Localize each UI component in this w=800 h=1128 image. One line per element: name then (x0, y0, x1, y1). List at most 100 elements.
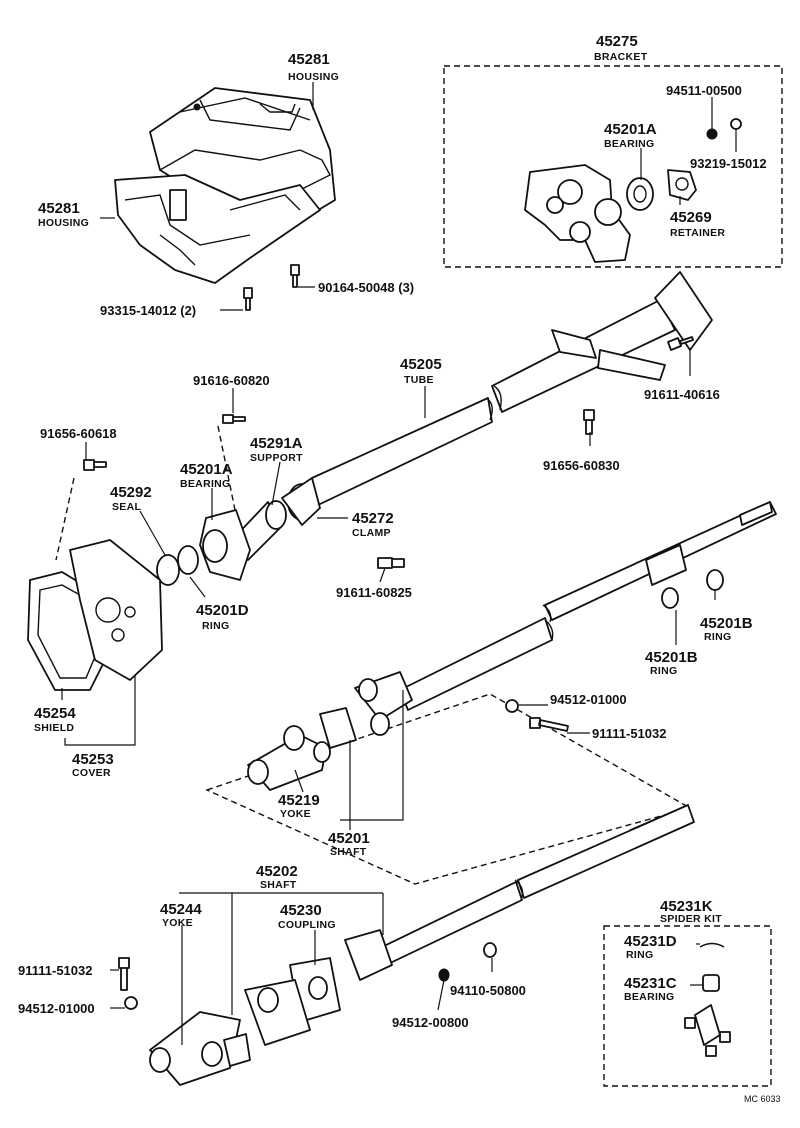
svg-text:45281: 45281 (38, 200, 80, 217)
svg-text:SEAL: SEAL (112, 501, 141, 513)
svg-text:HOUSING: HOUSING (288, 71, 339, 83)
svg-text:BRACKET: BRACKET (594, 51, 648, 63)
lower-yoke-drawing (149, 1011, 251, 1086)
svg-text:45205: 45205 (400, 356, 442, 373)
callout-45292: 45292 SEAL (110, 484, 152, 513)
ring-45201d (177, 545, 199, 575)
svg-text:BEARING: BEARING (604, 138, 655, 150)
shaft-bolt-nut (505, 699, 569, 732)
spider-kit-drawing (684, 942, 731, 1057)
svg-text:COVER: COVER (72, 767, 111, 779)
nut-94511 (706, 128, 718, 140)
svg-text:45219: 45219 (278, 792, 320, 809)
callout-45231c: 45231C BEARING (624, 975, 677, 1003)
spider-kit-group-box (603, 925, 772, 1087)
svg-text:45275: 45275 (596, 33, 638, 50)
callout-45253: 45253 COVER (72, 751, 114, 779)
svg-text:45281: 45281 (288, 51, 330, 68)
lower-coupling-drawing (244, 929, 393, 1046)
svg-text:45201D: 45201D (196, 602, 249, 619)
retainer-drawing (667, 169, 697, 201)
svg-text:45291A: 45291A (250, 435, 303, 452)
callout-45275: 45275 BRACKET (594, 33, 648, 63)
svg-text:45244: 45244 (160, 901, 202, 918)
svg-text:45202: 45202 (256, 863, 298, 880)
callout-90164: 90164-50048 (3) (318, 280, 414, 295)
callout-91111-51032-upper: 91111-51032 (592, 726, 666, 741)
housing-screws (243, 264, 300, 311)
svg-text:SHAFT: SHAFT (330, 846, 367, 858)
svg-text:TUBE: TUBE (404, 374, 434, 386)
callout-91611-40616: 91611-40616 (644, 387, 720, 402)
shaft-group-box (205, 693, 692, 885)
svg-text:SUPPORT: SUPPORT (250, 452, 303, 464)
callout-91616: 91616-60820 (193, 373, 270, 388)
svg-text:RETAINER: RETAINER (670, 227, 725, 239)
svg-text:45201B: 45201B (645, 649, 698, 666)
callout-45281-left: 45281 HOUSING (38, 200, 89, 229)
callout-94512-01000-upper: 94512-01000 (550, 692, 627, 707)
callout-93315: 93315-14012 (2) (100, 303, 196, 318)
callout-45269: 45269 RETAINER (670, 209, 725, 239)
seal-45292 (156, 554, 180, 586)
svg-text:BEARING: BEARING (624, 991, 675, 1003)
lower-shaft-drawing (379, 804, 695, 966)
svg-text:45230: 45230 (280, 902, 322, 919)
svg-text:45201A: 45201A (180, 461, 233, 478)
svg-text:45231D: 45231D (624, 933, 677, 950)
bracket-bearing-drawing (626, 177, 654, 211)
svg-text:45253: 45253 (72, 751, 114, 768)
callout-45201: 45201 SHAFT (328, 830, 370, 858)
tube-drawing (281, 271, 713, 526)
callout-45291a: 45291A SUPPORT (250, 435, 303, 464)
callout-45281-top: 45281 HOUSING (288, 51, 339, 83)
tube-bolts (83, 336, 694, 569)
callout-45219: 45219 YOKE (278, 792, 320, 820)
callout-45272: 45272 CLAMP (352, 510, 394, 539)
svg-text:COUPLING: COUPLING (278, 919, 336, 931)
callout-45201a-bracket: 45201A BEARING (604, 121, 657, 150)
callout-45201b-left: 45201B RING (645, 649, 698, 677)
callout-45244: 45244 YOKE (160, 901, 202, 929)
svg-text:45201A: 45201A (604, 121, 657, 138)
diagram-code: MC 6033 (744, 1094, 781, 1104)
bracket-drawing (524, 164, 631, 263)
callout-45231k: 45231K SPIDER KIT (660, 898, 722, 925)
svg-text:SPIDER KIT: SPIDER KIT (660, 913, 722, 925)
svg-text:45201B: 45201B (700, 615, 753, 632)
callout-94511: 94511-00500 (666, 83, 742, 98)
svg-text:45231K: 45231K (660, 898, 713, 915)
svg-text:45231C: 45231C (624, 975, 677, 992)
callout-91656-60618: 91656-60618 (40, 426, 117, 441)
callout-45202: 45202 SHAFT (256, 863, 298, 891)
svg-text:YOKE: YOKE (162, 917, 193, 929)
leader-lines (55, 82, 737, 1045)
svg-text:RING: RING (626, 949, 653, 961)
svg-text:BEARING: BEARING (180, 478, 231, 490)
svg-text:45269: 45269 (670, 209, 712, 226)
svg-text:SHAFT: SHAFT (260, 879, 297, 891)
svg-text:RING: RING (202, 620, 229, 632)
callout-91111-51032-lower: 91111-51032 (18, 963, 92, 978)
lower-housing-drawing (114, 174, 321, 284)
svg-text:CLAMP: CLAMP (352, 527, 391, 539)
callout-45201a-left: 45201A BEARING (180, 461, 233, 490)
callout-91611-60825: 91611-60825 (336, 585, 412, 600)
callout-94110: 94110-50800 (450, 983, 526, 998)
svg-text:HOUSING: HOUSING (38, 217, 89, 229)
callout-45205: 45205 TUBE (400, 356, 442, 386)
svg-text:45201: 45201 (328, 830, 370, 847)
callout-45230: 45230 COUPLING (278, 902, 336, 931)
callout-94512-00800: 94512-00800 (392, 1015, 469, 1030)
callout-45201b-right: 45201B RING (700, 615, 753, 643)
callout-91656-60830: 91656-60830 (543, 458, 620, 473)
svg-text:45272: 45272 (352, 510, 394, 527)
svg-text:YOKE: YOKE (280, 808, 311, 820)
bolt-93219 (730, 118, 742, 130)
svg-text:SHIELD: SHIELD (34, 722, 74, 734)
bearing-flange-drawing (199, 509, 251, 581)
svg-text:RING: RING (704, 631, 731, 643)
callout-45254: 45254 SHIELD (34, 705, 76, 734)
callout-93219: 93219-15012 (690, 156, 767, 171)
